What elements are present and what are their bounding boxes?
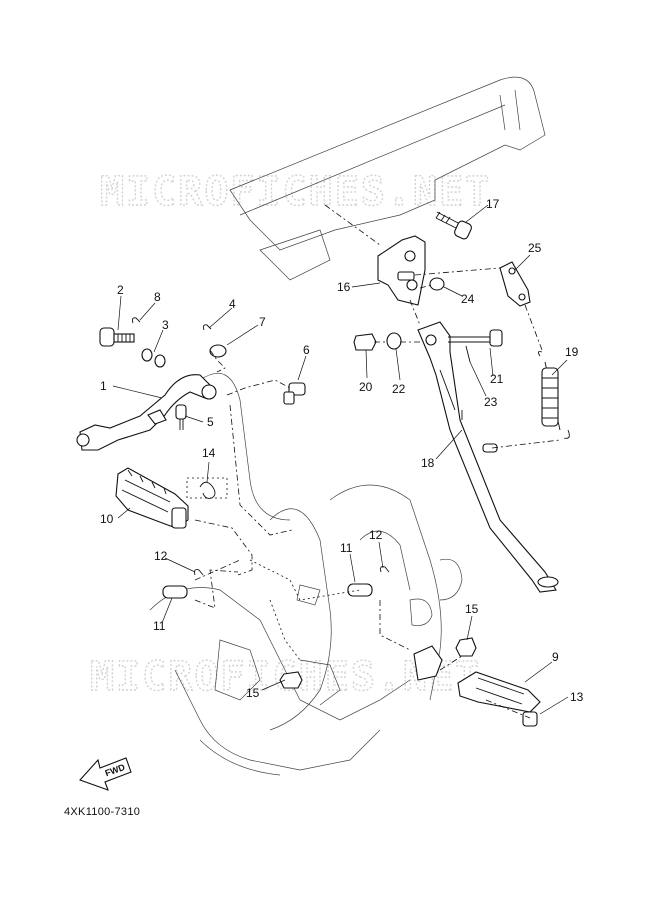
diagram-code: 4XK1100-7310 [64,806,140,818]
callout-19: 19 [565,345,579,359]
callout-15-left: 15 [246,686,260,700]
footrest-pin-left [162,569,204,599]
callout-2: 2 [117,283,124,297]
callout-7: 7 [259,315,266,329]
callout-15-right: 15 [465,602,479,616]
callout-18: 18 [421,456,435,470]
footrest-right [279,637,541,727]
assembly-lines [194,204,561,719]
sidestand [417,321,559,593]
callout-21: 21 [490,372,504,386]
spring-clip [186,477,228,499]
callout-11-right: 11 [340,541,353,555]
callout-25: 25 [528,241,542,255]
callout-8: 8 [154,290,161,304]
o-rings [141,348,166,368]
footrest-left [115,467,189,529]
callout-6: 6 [303,343,310,357]
callout-5: 5 [207,415,214,429]
spring-plate [499,261,531,307]
washer [209,344,227,358]
pivot-hardware [353,329,503,363]
adjuster [147,404,187,430]
callout-13: 13 [570,690,584,704]
callout-17: 17 [486,197,500,211]
callout-24: 24 [461,292,475,306]
clevis-bolt [283,382,306,405]
brake-pedal [76,374,217,451]
callout-12-right: 12 [369,528,383,542]
callout-22: 22 [392,382,406,396]
leader-lines [112,204,569,715]
callout-16: 16 [337,280,351,294]
callout-3: 3 [162,318,169,332]
bracket-bolt [435,211,472,240]
callout-23: 23 [484,395,498,409]
frame-outline [149,76,546,776]
spacer [429,277,445,291]
pivot-bolt [99,327,135,347]
fwd-arrow-icon: FWD [79,757,132,791]
callout-4: 4 [229,297,236,311]
callout-12-left: 12 [154,549,168,563]
callout-14: 14 [202,446,216,460]
callout-10: 10 [100,512,114,526]
callout-labels: 1 2 3 4 5 6 7 8 9 10 11 11 12 12 13 14 1… [100,197,584,704]
footrest-pin-right [347,566,390,597]
stand-bracket [377,235,426,306]
callout-9: 9 [552,650,559,664]
small-pins [131,317,212,331]
callout-20: 20 [359,380,373,394]
callout-1: 1 [100,379,107,393]
stand-spring [537,351,570,439]
callout-11-left: 11 [153,619,166,633]
